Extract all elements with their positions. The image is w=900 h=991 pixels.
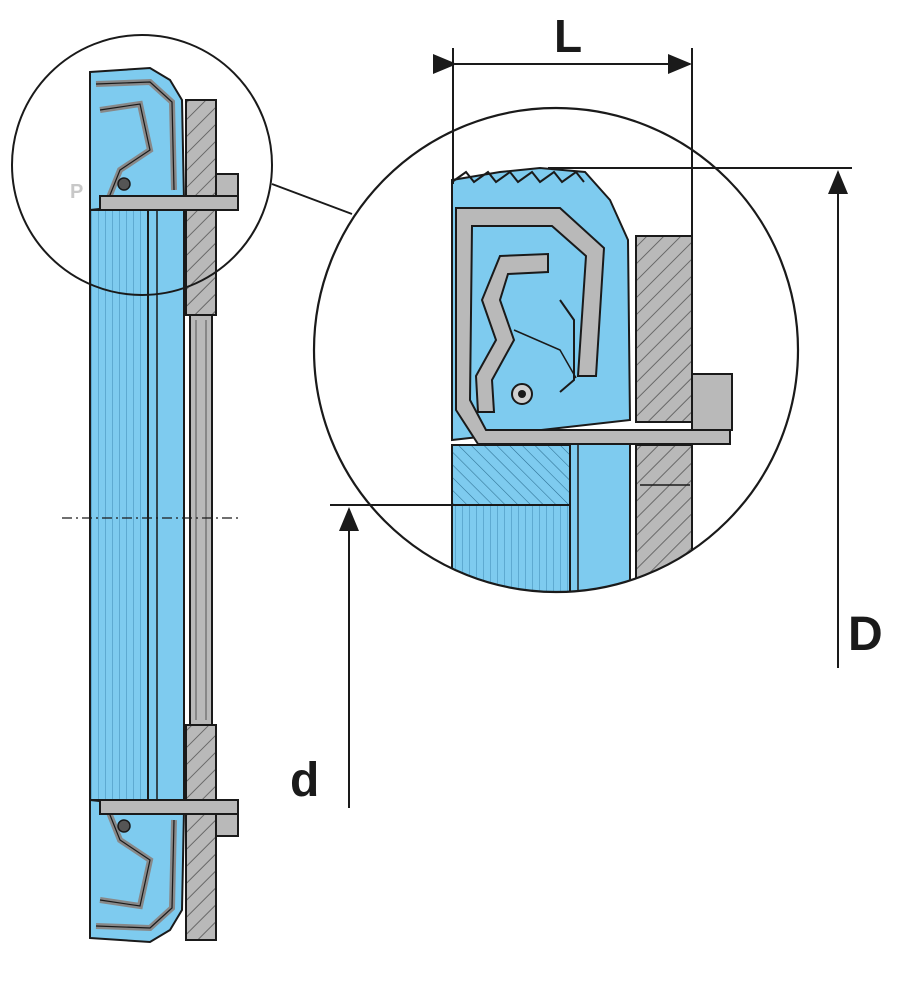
detail-leader-line — [271, 183, 353, 215]
detail-callout-circle — [11, 34, 273, 296]
lower-seal-head — [89, 798, 239, 944]
serrated-outer-edge — [451, 170, 585, 184]
dimension-label-D: D — [848, 608, 883, 661]
zoom-detail-view — [451, 166, 733, 592]
dimension-label-d: d — [290, 754, 319, 807]
metal-case — [455, 207, 731, 445]
zoom-circle — [312, 106, 800, 594]
dimension-D: D — [548, 167, 883, 668]
sealing-lip-spring-case — [474, 252, 549, 413]
outer-rubber-strip — [89, 209, 149, 801]
inner-lip-band — [147, 209, 185, 801]
mating-ring-lower — [185, 724, 217, 941]
upper-seal-head — [89, 66, 239, 212]
mating-ring-web — [189, 314, 213, 726]
dimension-d: d — [290, 504, 452, 808]
flange-tab — [691, 373, 733, 431]
watermark-text: P — [70, 181, 83, 203]
full-section-view — [62, 66, 240, 944]
dimension-label-L: L — [554, 10, 582, 62]
dimension-L: L — [433, 10, 693, 236]
